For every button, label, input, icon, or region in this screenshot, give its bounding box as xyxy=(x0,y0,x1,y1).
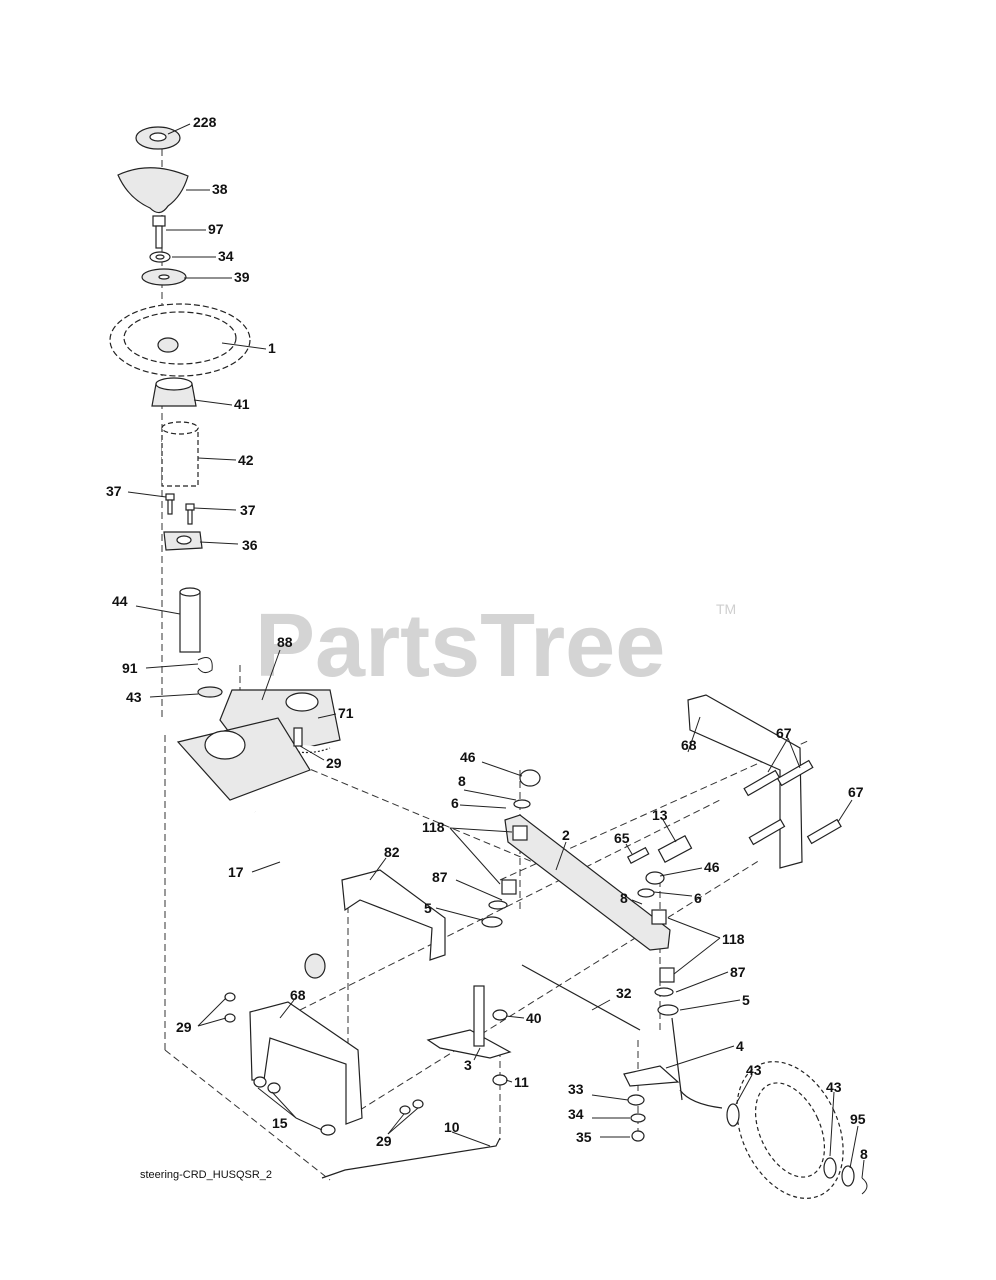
callout-35: 35 xyxy=(576,1129,592,1145)
bolts-37 xyxy=(165,493,195,525)
callout-34-lower: 34 xyxy=(568,1106,584,1122)
steering-arm-3 xyxy=(426,985,512,1059)
callout-68-right: 68 xyxy=(681,737,697,753)
steering-shaft-17 xyxy=(253,811,326,979)
drag-link-10 xyxy=(321,1137,501,1179)
bracket-36 xyxy=(163,531,203,551)
callout-5-right: 5 xyxy=(742,992,750,1008)
bracket-68-left xyxy=(249,1001,363,1125)
callout-82: 82 xyxy=(384,844,400,860)
callout-17: 17 xyxy=(228,864,244,880)
callout-43-wheel-right: 43 xyxy=(826,1079,842,1095)
callout-32: 32 xyxy=(616,985,632,1001)
callout-39: 39 xyxy=(234,269,250,285)
adapter-41 xyxy=(151,377,197,407)
callout-43-wheel-left: 43 xyxy=(746,1062,762,1078)
callout-118-left: 118 xyxy=(422,819,445,835)
callout-8-left: 8 xyxy=(458,773,466,789)
washer-43-top xyxy=(197,686,223,698)
bracket-82 xyxy=(341,869,446,961)
callout-2: 2 xyxy=(562,827,570,843)
callout-1: 1 xyxy=(268,340,276,356)
wheel-hardware xyxy=(726,1103,868,1195)
callout-228: 228 xyxy=(193,114,217,130)
steering-wheel-cover xyxy=(117,167,189,214)
callout-34: 34 xyxy=(218,248,234,264)
callout-33: 33 xyxy=(568,1081,584,1097)
callout-4: 4 xyxy=(736,1038,744,1054)
gear-plate xyxy=(176,717,311,801)
bolt-97 xyxy=(152,215,166,249)
callout-8-right: 6 xyxy=(694,890,702,906)
sleeve-42 xyxy=(161,421,199,487)
callout-95: 95 xyxy=(850,1111,866,1127)
callout-38: 38 xyxy=(212,181,228,197)
callout-46-right: 46 xyxy=(704,859,720,875)
callout-43-top: 43 xyxy=(126,689,142,705)
callout-37-right: 37 xyxy=(240,502,256,518)
steering-wheel-cap xyxy=(135,126,181,150)
bolt-29-top xyxy=(293,727,303,747)
shaft-44 xyxy=(179,587,201,653)
callout-44: 44 xyxy=(112,593,128,609)
callout-11: 11 xyxy=(514,1074,529,1090)
small-hardware xyxy=(224,992,646,1142)
callout-67-right: 67 xyxy=(848,784,864,800)
spindle-4 xyxy=(623,1017,723,1109)
watermark-trademark: TM xyxy=(716,601,736,617)
front-wheel xyxy=(736,1061,844,1199)
callout-87-right: 87 xyxy=(730,964,746,980)
callout-97: 97 xyxy=(208,221,224,237)
callout-91: 91 xyxy=(122,660,138,676)
washer-39 xyxy=(141,268,187,286)
callout-29-left: 29 xyxy=(176,1019,192,1035)
callout-36: 36 xyxy=(242,537,258,553)
callout-5-left: 5 xyxy=(424,900,432,916)
bolts-67 xyxy=(743,759,842,846)
callout-68-left: 68 xyxy=(290,987,306,1003)
callout-15: 15 xyxy=(272,1115,288,1131)
callout-118-right: 118 xyxy=(722,931,745,947)
callout-40: 40 xyxy=(526,1010,542,1026)
callout-71: 71 xyxy=(338,705,354,721)
callout-37-left: 37 xyxy=(106,483,122,499)
callout-13: 13 xyxy=(652,807,668,823)
callout-6-right: 8 xyxy=(620,890,628,906)
callout-67-top: 67 xyxy=(776,725,792,741)
spindle-bushings xyxy=(481,769,693,1016)
callout-6-left: 6 xyxy=(451,795,459,811)
callout-3: 3 xyxy=(464,1057,472,1073)
callout-87-left: 87 xyxy=(432,869,448,885)
front-axle-2 xyxy=(504,814,671,951)
callout-10: 10 xyxy=(444,1119,460,1135)
clip-91 xyxy=(197,657,213,674)
callout-29-lower: 29 xyxy=(376,1133,392,1149)
callout-8-wheel: 8 xyxy=(860,1146,868,1162)
watermark-text: PartsTree xyxy=(255,596,665,696)
callout-65: 65 xyxy=(614,830,630,846)
callout-46-left: 46 xyxy=(460,749,476,765)
washer-34 xyxy=(149,251,171,263)
callout-labels: 228 38 97 34 39 1 41 42 37 37 36 44 88 9… xyxy=(106,114,868,1179)
callout-88: 88 xyxy=(277,634,293,650)
diagram-caption: steering-CRD_HUSQSR_2 xyxy=(140,1169,272,1181)
callout-42: 42 xyxy=(238,452,254,468)
tie-rod-32 xyxy=(521,964,641,1031)
bracket-68-right xyxy=(687,694,803,869)
callout-41: 41 xyxy=(234,396,250,412)
steering-wheel xyxy=(109,303,251,377)
callout-29-top: 29 xyxy=(326,755,342,771)
